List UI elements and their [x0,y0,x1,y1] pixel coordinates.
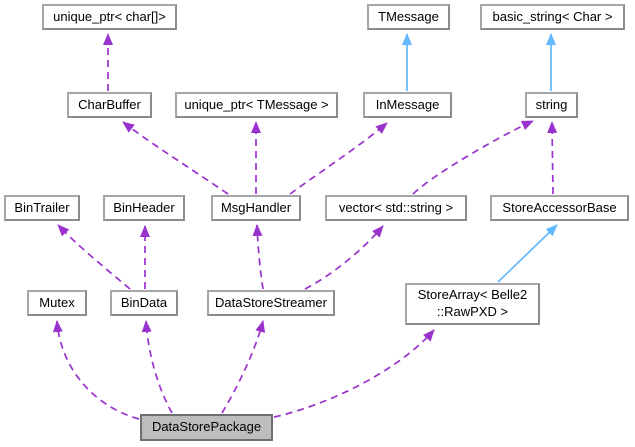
edge-msghandler-to-charbuffer [122,121,229,195]
node-storearray-rawpxd[interactable]: StoreArray< Belle2 ::RawPXD > [405,283,540,325]
edge-storearray-rawpxd-to-storeaccessorbase [497,224,558,283]
node-msghandler[interactable]: MsgHandler [211,195,301,221]
edge-storeaccessorbase-to-string [547,121,558,195]
node-mutex[interactable]: Mutex [27,290,87,316]
node-string[interactable]: string [525,92,578,118]
node-vector-std-string[interactable]: vector< std::string > [325,195,467,221]
edge-datastorepackage-to-mutex [52,320,140,420]
node-unique-ptr-tmessage[interactable]: unique_ptr< TMessage > [175,92,338,118]
node-binheader[interactable]: BinHeader [103,195,185,221]
node-bintrailer[interactable]: BinTrailer [4,195,80,221]
node-datastorepackage: DataStorePackage [140,414,273,441]
edge-group [52,33,558,420]
edge-datastorestreamer-to-msghandler [252,224,264,290]
edge-datastorepackage-to-storearray-rawpxd [273,329,435,418]
node-tmessage[interactable]: TMessage [367,4,450,30]
node-datastorestreamer[interactable]: DataStoreStreamer [207,290,335,316]
node-unique-ptr-char[interactable]: unique_ptr< char[]> [42,4,177,30]
node-charbuffer[interactable]: CharBuffer [67,92,152,118]
edge-datastorestreamer-to-vector-std-string [304,225,384,290]
node-storeaccessorbase[interactable]: StoreAccessorBase [490,195,629,221]
node-basic-string[interactable]: basic_string< Char > [480,4,625,30]
edge-vector-std-string-to-string [412,120,534,195]
node-bindata[interactable]: BinData [110,290,178,316]
node-inmessage[interactable]: InMessage [363,92,452,118]
edge-datastorepackage-to-datastorestreamer [221,320,266,414]
edge-bindata-to-bintrailer [57,224,131,290]
edge-datastorepackage-to-bindata [141,320,173,414]
edge-msghandler-to-inmessage [289,122,388,195]
